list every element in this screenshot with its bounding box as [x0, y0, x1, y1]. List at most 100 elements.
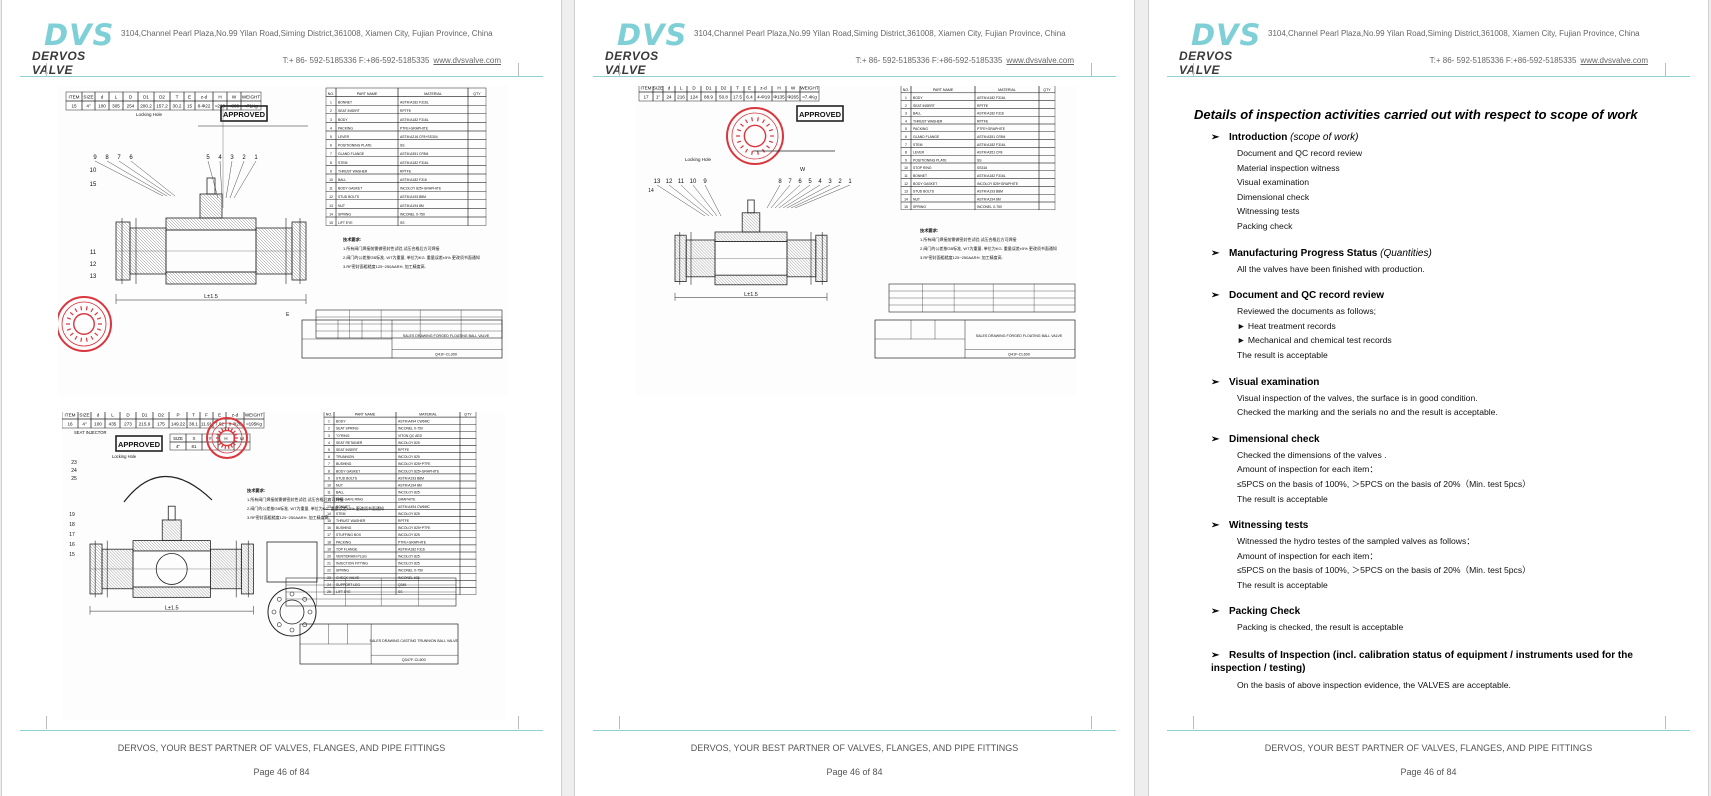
drawing-line — [674, 248, 687, 260]
drawing-line — [218, 549, 242, 572]
website-link[interactable]: www.dvsvalve.com — [1580, 56, 1648, 65]
drawing-line — [192, 217, 206, 231]
drawing-line — [761, 119, 766, 124]
parts-cell: ASTM A494 CW6MC — [398, 420, 430, 424]
parts-cell: 8 — [330, 161, 332, 165]
parts-cell: 7 — [330, 152, 332, 156]
drawing-line — [101, 570, 121, 589]
parts-cell: ASTM A182 F316L — [400, 118, 429, 122]
parts-cell: SEAT INSERT — [913, 104, 935, 108]
logo-wordmark: DERVOS VALVE — [605, 49, 659, 77]
parts-cell: GLAND FLANGE — [338, 152, 365, 156]
parts-cell: 15 — [327, 519, 331, 523]
section-heading: ➢Introduction (scope of work) — [1211, 132, 1664, 143]
drawing-line — [191, 586, 203, 598]
drawing-line — [215, 549, 242, 575]
callout-number: 11 — [678, 179, 685, 185]
arrow-bullet-icon: ➢ — [1211, 433, 1220, 445]
section-line: Visual inspection of the valves, the sur… — [1237, 392, 1478, 403]
drawing-shape — [220, 105, 268, 122]
drawing-line — [732, 231, 743, 242]
drawing-line — [720, 231, 731, 242]
drawing-line — [674, 269, 687, 281]
drawing-line — [101, 579, 112, 589]
drawing-line — [220, 443, 225, 448]
section-title: Introduction — [1229, 132, 1291, 143]
drawing-line — [224, 427, 227, 432]
drawing-line — [786, 261, 803, 277]
drawing-line — [165, 220, 176, 231]
parts-cell: 15 — [329, 221, 333, 225]
side-view-bore — [279, 599, 305, 625]
parts-cell: PACKING — [913, 127, 928, 131]
approved-stamp: APPROVED — [799, 110, 842, 119]
dimension-value: 24 — [666, 95, 672, 100]
dimension-header: F — [205, 413, 208, 418]
parts-cell: ASTM A351 CF8 — [977, 151, 1003, 155]
drawing-line — [186, 271, 200, 285]
parts-cell: 22 — [327, 569, 331, 573]
drawing-line — [177, 217, 191, 231]
drawing-line — [115, 252, 131, 268]
drawing-line — [162, 522, 181, 541]
drawing-line — [233, 433, 238, 437]
drawing-line — [302, 221, 307, 226]
bolt-hole — [289, 627, 295, 633]
parts-header: PART NAME — [355, 413, 376, 417]
drawing-line — [219, 160, 223, 199]
drawing-line — [717, 231, 728, 242]
callout-number: 3 — [828, 179, 832, 185]
callout-number: 24 — [71, 468, 77, 474]
drawing-line — [199, 202, 216, 219]
drawing-line — [738, 231, 749, 242]
drawing-line — [782, 184, 821, 209]
parts-cell: 9 — [905, 158, 907, 162]
dimension-header: W — [232, 95, 237, 100]
website-link[interactable]: www.dvsvalve.com — [1006, 56, 1074, 65]
company-address: 3104,Channel Pearl Plaza,No.99 Yilan Roa… — [121, 29, 493, 38]
callout-number: 23 — [71, 460, 77, 466]
drawing-line — [200, 540, 211, 551]
parts-cell: BONNET — [913, 174, 927, 178]
drawing-line — [179, 540, 191, 552]
section-heading: ➢Manufacturing Progress Status (Quantiti… — [1211, 248, 1664, 259]
drawing-line — [686, 255, 708, 277]
parts-cell: POSITIONING PLATE — [913, 158, 947, 162]
drawing-line — [165, 280, 170, 285]
drawing-line — [255, 258, 272, 275]
drawing-line — [113, 549, 134, 569]
drawing-line — [674, 257, 687, 269]
parts-cell: BONNET — [336, 505, 350, 509]
section-line: The result is acceptable — [1237, 493, 1328, 504]
drawing-line — [243, 217, 257, 231]
drawing-line — [129, 258, 146, 275]
drawing-line — [751, 117, 753, 122]
drawing-line — [243, 271, 257, 285]
technical-note: 3.RF密封面粗糙度125~250AARH. 加工精度高. — [247, 514, 330, 520]
drawing-line — [765, 231, 776, 242]
drawing-line — [219, 217, 233, 231]
parts-cell: 1 — [905, 96, 907, 100]
parts-cell: THRUST WASHER — [336, 519, 366, 523]
drawing-line — [132, 594, 137, 598]
drawing-shape — [467, 216, 487, 226]
drawing-line — [790, 184, 841, 209]
parts-cell: 14 — [327, 512, 331, 516]
drawing-line — [165, 277, 173, 285]
section-line: ≤5PCS on the basis of 100%, ＞5PCS on the… — [1237, 478, 1531, 489]
size-header: Y — [209, 436, 212, 441]
drawing-line — [119, 549, 134, 563]
drawing-line — [66, 317, 72, 320]
drawing-line — [188, 586, 200, 598]
website-link[interactable]: www.dvsvalve.com — [433, 56, 501, 65]
drawing-line — [263, 227, 293, 257]
dimension-header: SIZE — [653, 86, 663, 91]
drawing-line — [801, 239, 816, 255]
parts-cell: ASTM A182 F316L — [400, 101, 429, 105]
drawing-line — [130, 160, 176, 197]
parts-cell: 14 — [904, 197, 908, 201]
drawing-line — [751, 150, 753, 155]
parts-cell: STEM — [338, 161, 348, 165]
drawing-line — [143, 540, 155, 552]
parts-cell: POSITIONING PLATE — [338, 144, 372, 148]
